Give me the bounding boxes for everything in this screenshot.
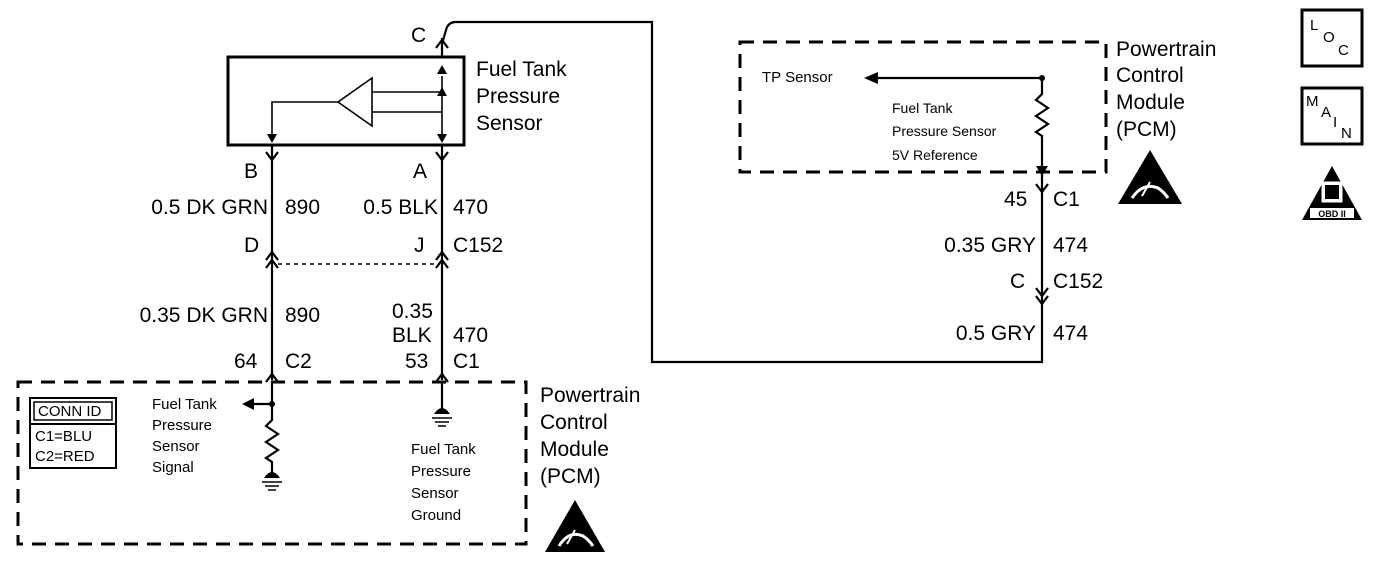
main-icon: M A I N xyxy=(1300,86,1364,146)
wire-470-lower-color: BLK xyxy=(392,324,432,347)
conn-id-c1: C1=BLU xyxy=(35,428,92,445)
conn-id-table: CONN ID C1=BLU C2=RED xyxy=(29,397,117,469)
wire-474-upper-gauge: 0.35 GRY xyxy=(944,234,1036,257)
pcm-top-boundary xyxy=(738,40,1108,174)
pcm-pin-64: 64 xyxy=(234,350,258,373)
arrow-down-icon xyxy=(267,134,277,143)
arrow-up-icon xyxy=(437,87,447,96)
pin-label-c: C xyxy=(411,24,426,47)
signal-label-line2: Pressure xyxy=(152,417,212,434)
wire-890-upper-gauge: 0.5 DK GRN xyxy=(151,196,268,219)
ground-label-line3: Sensor xyxy=(411,485,459,502)
arrow-left-icon xyxy=(242,398,254,410)
tp-sensor-label: TP Sensor xyxy=(762,69,833,86)
signal-label-line4: Signal xyxy=(152,459,194,476)
wire-474-lower-gauge: 0.5 GRY xyxy=(956,322,1036,345)
ground-label-line2: Pressure xyxy=(411,463,471,480)
pcm-connector-c1-right: C1 xyxy=(1053,188,1080,211)
loc-icon: L O C xyxy=(1300,8,1364,68)
wire-470-upper-gauge: 0.5 BLK xyxy=(363,196,438,219)
wire-890 xyxy=(265,145,279,383)
pcm-top-title-line2: Control xyxy=(1116,64,1184,87)
arrow-up-icon xyxy=(437,65,447,74)
sensor-name-line2: Pressure xyxy=(476,85,560,108)
ref-label-line3: 5V Reference xyxy=(892,147,978,163)
inline-cavity-j: J xyxy=(414,234,425,257)
pcm-bottom-title-line4: (PCM) xyxy=(540,465,601,488)
wire-470 xyxy=(435,145,449,383)
svg-text:M: M xyxy=(1306,93,1319,110)
pcm-connector-c1: C1 xyxy=(453,350,480,373)
wire-470-lower-circuit: 470 xyxy=(453,324,488,347)
esd-warning-icon xyxy=(1118,150,1182,204)
svg-text:L: L xyxy=(1310,17,1318,34)
conn-id-title: CONN ID xyxy=(38,403,102,420)
ground-label-line1: Fuel Tank xyxy=(411,441,476,458)
wire-470-upper-circuit: 470 xyxy=(453,196,488,219)
signal-label-line3: Sensor xyxy=(152,438,200,455)
wire-474-upper-circuit: 474 xyxy=(1053,234,1088,257)
amplifier-symbol xyxy=(336,76,373,128)
fuel-tank-pressure-sensor xyxy=(226,55,466,147)
wire-890-lower-circuit: 890 xyxy=(285,304,320,327)
obd-ii-icon: OBD II xyxy=(1302,166,1362,220)
svg-text:O: O xyxy=(1323,29,1335,46)
wire-474-lower-circuit: 474 xyxy=(1053,322,1088,345)
arrow-down-icon xyxy=(1036,166,1048,176)
pin-label-a: A xyxy=(413,160,427,183)
svg-text:OBD II: OBD II xyxy=(1318,209,1346,219)
ground-circuit xyxy=(432,382,452,427)
reference-circuit xyxy=(864,72,1050,176)
ground-icon xyxy=(264,472,280,478)
arrow-left-icon xyxy=(864,72,878,84)
pin-label-b: B xyxy=(244,160,258,183)
pcm-bottom-title-line3: Module xyxy=(540,438,609,461)
svg-text:I: I xyxy=(1333,114,1337,131)
signal-circuit xyxy=(242,382,282,491)
wire-470-lower-gauge: 0.35 xyxy=(392,300,433,323)
pcm-top-title-line3: Module xyxy=(1116,91,1185,114)
connector-c-symbol xyxy=(435,38,449,49)
inline-cavity-c: C xyxy=(1010,270,1025,293)
pcm-top-title-line4: (PCM) xyxy=(1116,118,1177,141)
signal-label-line1: Fuel Tank xyxy=(152,396,217,413)
arrow-down-icon xyxy=(437,134,447,143)
pcm-bottom-title-line2: Control xyxy=(540,411,608,434)
pcm-connector-c2: C2 xyxy=(285,350,312,373)
pcm-top-title-line1: Powertrain xyxy=(1116,38,1216,61)
conn-id-c2: C2=RED xyxy=(35,448,95,465)
pcm-pin-45: 45 xyxy=(1004,188,1027,211)
svg-text:C: C xyxy=(1338,42,1349,59)
sensor-housing xyxy=(226,55,466,147)
svg-text:A: A xyxy=(1321,104,1331,121)
sensor-name-line3: Sensor xyxy=(476,112,543,135)
wire-890-lower-gauge: 0.35 DK GRN xyxy=(140,304,268,327)
wire-474 xyxy=(1035,172,1049,306)
inline-cavity-d: D xyxy=(244,234,259,257)
ground-icon xyxy=(434,408,450,414)
pcm-bottom-title-line1: Powertrain xyxy=(540,384,640,407)
pcm-pin-53: 53 xyxy=(405,350,428,373)
inline-connector-c152: C152 xyxy=(453,234,503,257)
ref-label-line2: Pressure Sensor xyxy=(892,123,997,139)
wire-890-upper-circuit: 890 xyxy=(285,196,320,219)
svg-text:N: N xyxy=(1341,125,1352,142)
inline-connector-c152-right: C152 xyxy=(1053,270,1103,293)
ground-label-line4: Ground xyxy=(411,507,461,524)
sensor-name-line1: Fuel Tank xyxy=(476,58,567,81)
esd-warning-icon xyxy=(545,500,605,552)
ref-label-line1: Fuel Tank xyxy=(892,100,953,116)
